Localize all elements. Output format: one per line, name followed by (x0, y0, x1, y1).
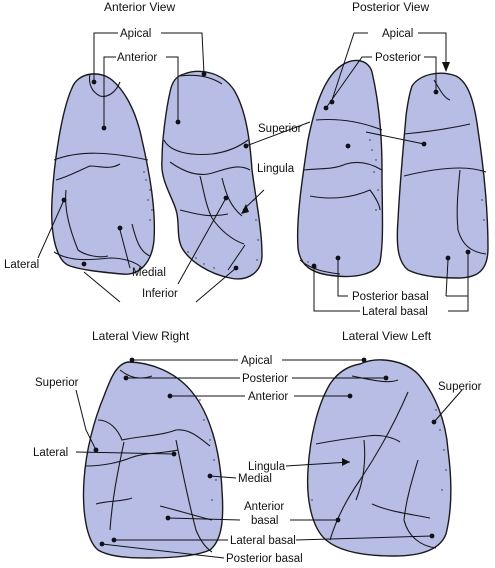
label-anterior-lingula: Lingula (257, 163, 295, 175)
anterior-dots (61, 71, 249, 271)
title-posterior-view: Posterior View (352, 0, 429, 14)
lateral-leaders (75, 359, 463, 559)
label-lateral-posterior: Posterior (242, 373, 288, 385)
title-anterior-view: Anterior View (104, 0, 175, 14)
label-lateral-lateral: Lateral (33, 447, 68, 459)
label-lateral-posterior-basal: Posterior basal (226, 553, 303, 565)
lateral-right-stipple (199, 399, 217, 501)
lateral-left-lung (306, 359, 452, 557)
label-lateral-anterior: Anterior (248, 391, 288, 403)
label-lateral-anterior-basal-1: Anterior (244, 501, 284, 513)
anterior-left-lung (161, 70, 263, 280)
label-lateral-basal-posterior: Lateral basal (362, 306, 428, 318)
label-posterior-posterior: Posterior (375, 52, 421, 64)
label-anterior-inferior: Inferior (142, 288, 178, 300)
title-lateral-view-left: Lateral View Left (342, 329, 432, 343)
label-lateral-lateral-basal: Lateral basal (230, 535, 296, 547)
label-lateral-superior-right: Superior (35, 377, 79, 389)
lateral-dots (93, 357, 437, 547)
posterior-stipple (307, 139, 485, 269)
label-posterior-basal: Posterior basal (352, 291, 429, 303)
label-lateral-anterior-basal-2: basal (251, 515, 279, 527)
label-anterior-lateral: Lateral (4, 259, 39, 271)
label-lateral-superior-left: Superior (438, 381, 482, 393)
anterior-stipple (143, 171, 259, 269)
anterior-leaders (37, 32, 349, 303)
label-anterior-medial: Medial (132, 267, 166, 279)
posterior-apical-arrow (442, 62, 450, 72)
label-superior-center: Superior (258, 123, 302, 135)
posterior-left-lung (296, 59, 384, 278)
lingula-arrow-anterior (241, 204, 249, 214)
label-anterior-apical: Apical (120, 28, 151, 40)
label-anterior-anterior: Anterior (117, 52, 157, 64)
label-lateral-lingula: Lingula (248, 461, 286, 473)
posterior-dots (311, 89, 471, 269)
posterior-leaders (313, 32, 469, 312)
title-lateral-view-right: Lateral View Right (92, 329, 190, 343)
label-lateral-apical: Apical (241, 355, 272, 367)
posterior-right-lung (396, 72, 489, 279)
lateral-left-stipple (311, 409, 447, 501)
lateral-right-lung (82, 361, 224, 559)
lingula-arrow-lateral (342, 458, 350, 466)
label-lateral-medial: Medial (238, 473, 272, 485)
label-posterior-apical: Apical (382, 28, 413, 40)
anterior-right-lung (50, 73, 156, 275)
